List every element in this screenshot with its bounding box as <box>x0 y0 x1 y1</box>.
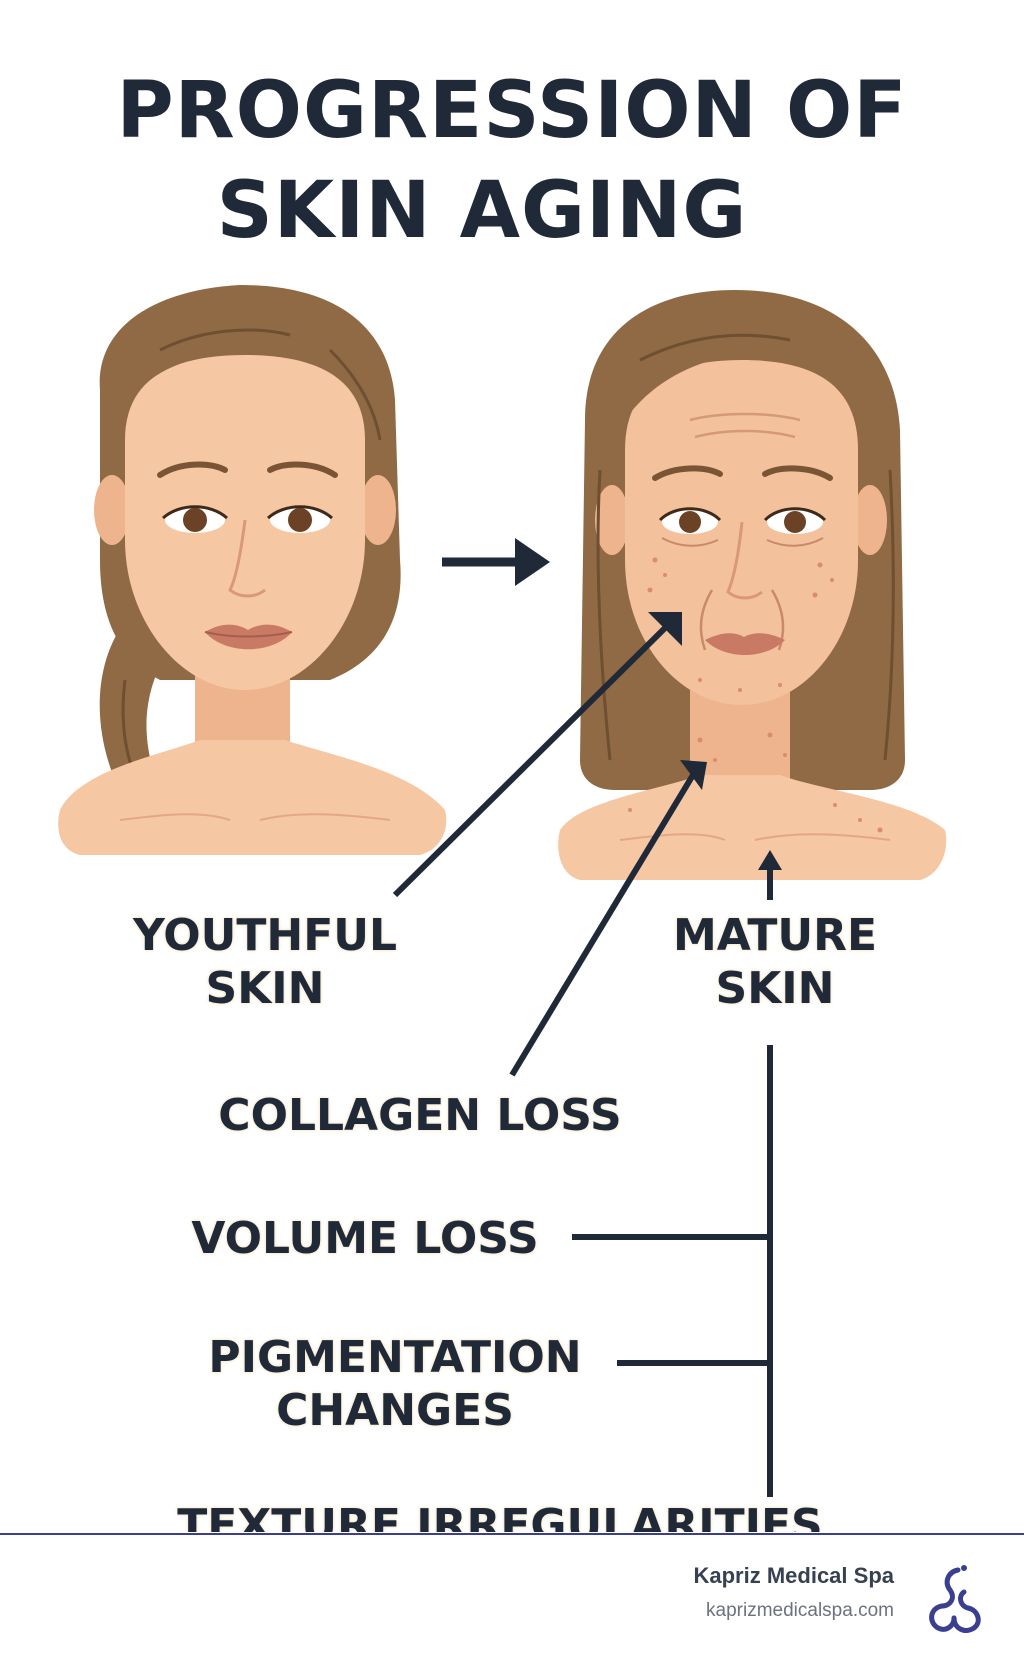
footer <box>0 1535 1024 1666</box>
label-texture-text: TEXTURE IRREGULARITIES <box>177 1500 823 1532</box>
label-volume-loss: VOLUME LOSS <box>191 1213 539 1264</box>
kapriz-logo-icon[interactable] <box>920 1560 990 1640</box>
title-line-2: SKIN AGING <box>216 166 748 256</box>
progression-arrow-icon <box>442 538 550 586</box>
mature-pointer-line <box>758 850 782 900</box>
youthful-face-illustration <box>58 285 447 855</box>
label-pigmentation-changes: PIGMENTATION CHANGES <box>208 1332 582 1436</box>
label-mature-skin: MATURE SKIN <box>672 910 878 1014</box>
brand-name[interactable]: Kapriz Medical Spa <box>693 1563 894 1588</box>
label-texture-irregularities: TEXTURE IRREGULARITIES <box>150 1500 850 1532</box>
title-line-1: PROGRESSION OF <box>116 66 908 156</box>
brand-url[interactable]: kaprizmedicalspa.com <box>706 1600 894 1621</box>
footer-divider <box>0 1533 1024 1535</box>
collagen-pointer-line <box>392 612 682 898</box>
mature-face-illustration <box>558 290 947 880</box>
mature-skin-bracket <box>572 1045 773 1497</box>
volume-pointer-line <box>509 760 707 1077</box>
label-collagen-loss: COLLAGEN LOSS <box>218 1090 622 1141</box>
label-youthful-skin: YOUTHFUL SKIN <box>132 910 398 1014</box>
